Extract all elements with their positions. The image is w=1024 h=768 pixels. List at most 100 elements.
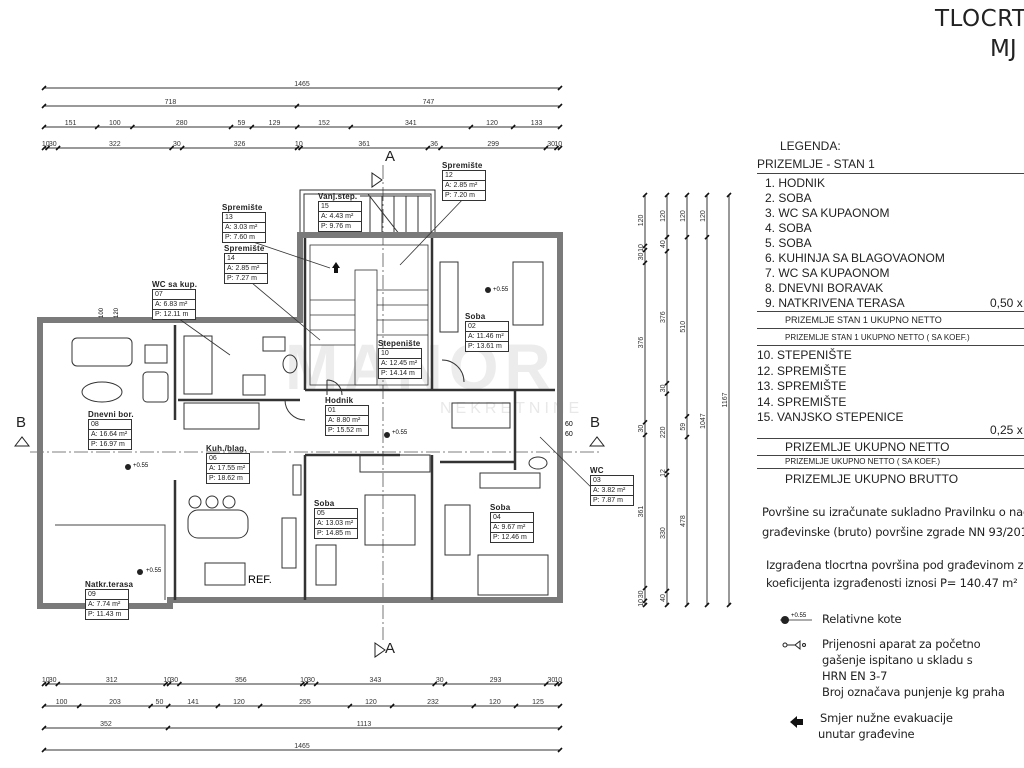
room-name: Spremište bbox=[442, 161, 483, 170]
dimension-value: 376 bbox=[660, 311, 667, 323]
dimension-value: 10 bbox=[42, 141, 50, 148]
dimension-value: 10 bbox=[554, 141, 562, 148]
dimension-value: 120 bbox=[638, 214, 645, 226]
dimension-value: 30 bbox=[173, 141, 181, 148]
room-perimeter: P: 14.85 m bbox=[317, 530, 351, 537]
dimension-value: 12 bbox=[660, 469, 667, 477]
dimension-tick bbox=[704, 234, 710, 240]
toilet-icon bbox=[282, 354, 298, 374]
room-number: 05 bbox=[315, 509, 357, 519]
room-perimeter: P: 13.61 m bbox=[468, 343, 502, 350]
dimension-tick bbox=[228, 124, 234, 130]
legend-stan-netto: PRIZEMLJE STAN 1 UKUPNO NETTO bbox=[785, 315, 942, 325]
dimension-value: 1113 bbox=[357, 721, 372, 728]
room-perimeter: P: 7.20 m bbox=[445, 192, 475, 199]
legend-item: 13. SPREMIŠTE bbox=[757, 379, 847, 393]
room-name: WC sa kup. bbox=[152, 280, 198, 289]
room-name: Soba bbox=[490, 503, 511, 512]
room-label: Kuh./blag. 06 A: 17.55 m² P: 18.62 m bbox=[206, 444, 250, 484]
dimension-value: 220 bbox=[660, 426, 667, 438]
evacuation-arrow-icon bbox=[332, 262, 340, 273]
dimension-tick bbox=[169, 145, 175, 151]
room-label: WC 03 A: 3.82 m² P: 7.87 m bbox=[590, 466, 634, 506]
dimension-value: 322 bbox=[109, 141, 121, 148]
dimension-value: 10 bbox=[163, 677, 171, 684]
room-name: Vanj.step. bbox=[318, 192, 358, 201]
room-label: Hodnik 01 A: 8.80 m² P: 15.52 m bbox=[325, 396, 369, 436]
dimension-tick bbox=[468, 124, 474, 130]
room-area: A: 12.45 m² bbox=[379, 359, 421, 369]
room-label: Soba 02 A: 11.46 m² P: 13.61 m bbox=[465, 312, 509, 352]
room-perimeter: P: 11.43 m bbox=[88, 611, 122, 618]
dimension-tick bbox=[704, 602, 710, 608]
dimension-tick bbox=[513, 703, 519, 709]
legend-level-value: +0.55 bbox=[791, 613, 807, 619]
armchair-icon bbox=[142, 371, 169, 403]
drawing-title: TLOCRT bbox=[935, 6, 1024, 32]
dimension-value: 100 bbox=[109, 120, 121, 127]
room-name: Spremište bbox=[222, 203, 263, 212]
legend-item: 10. STEPENIŠTE bbox=[757, 348, 852, 362]
room-area: A: 6.83 m² bbox=[153, 300, 195, 310]
legend-stan-netto-koef: PRIZEMLJE STAN 1 UKUPNO NETTO ( SA KOEF.… bbox=[785, 333, 970, 342]
legend-section-title: PRIZEMLJE - STAN 1 bbox=[757, 157, 875, 171]
room-name: Kuh./blag. bbox=[206, 444, 247, 453]
dimension-tick bbox=[664, 192, 670, 198]
dimension-value: 312 bbox=[106, 677, 118, 684]
room-area: A: 2.85 m² bbox=[225, 264, 267, 274]
section-b-left: B bbox=[16, 414, 27, 431]
dimension-tick bbox=[557, 703, 563, 709]
dimension-tick bbox=[543, 145, 549, 151]
dimension-value: 59 bbox=[238, 120, 246, 127]
dimension-tick bbox=[163, 681, 169, 687]
dimension-tick bbox=[664, 588, 670, 594]
room-area: A: 8.80 m² bbox=[326, 416, 368, 426]
legend-coef: 0,25 x bbox=[990, 423, 1023, 437]
room-number: 06 bbox=[207, 454, 249, 464]
kitchen-unit-icon bbox=[281, 517, 297, 569]
legend-item: 9. NATKRIVENA TERASA bbox=[765, 296, 905, 310]
room-label: Natkr.terasa 09 A: 7.74 m² P: 11.43 m bbox=[85, 580, 133, 620]
room-label: Spremište 13 A: 3.03 m² P: 7.60 m bbox=[222, 203, 266, 243]
dimension-value: 30 bbox=[170, 677, 178, 684]
room-number: 10 bbox=[379, 349, 421, 359]
dimension-tick bbox=[44, 681, 51, 687]
room-name: Stepenište bbox=[378, 339, 421, 348]
legend-item: 2. SOBA bbox=[765, 191, 812, 205]
legend-item: 15. VANJSKO STEPENICE bbox=[757, 410, 904, 424]
coffee-table-icon bbox=[81, 381, 123, 403]
dimension-value: 30 bbox=[307, 677, 315, 684]
dimension-tick bbox=[510, 124, 516, 130]
dimension-tick bbox=[294, 124, 300, 130]
dimension-tick bbox=[215, 703, 221, 709]
dimension-value: 120 bbox=[365, 699, 377, 706]
dimension-value: 120 bbox=[700, 210, 707, 222]
dimension-tick bbox=[166, 681, 172, 687]
dimension-value: 10 bbox=[295, 141, 303, 148]
dimension-value: 361 bbox=[358, 141, 370, 148]
dimension-value: 356 bbox=[235, 677, 247, 684]
dimension-tick bbox=[41, 725, 47, 731]
wardrobe-icon bbox=[183, 335, 213, 395]
room-number: 08 bbox=[89, 420, 131, 430]
dimension-tick bbox=[148, 703, 154, 709]
dimension-value: 10 bbox=[42, 677, 50, 684]
section-b-right: B bbox=[590, 414, 601, 431]
dimension-tick bbox=[41, 124, 47, 130]
dimension-value: 30 bbox=[49, 141, 57, 148]
dimension-value: 293 bbox=[490, 677, 502, 684]
dimension-tick bbox=[642, 243, 648, 249]
dimension-value: 299 bbox=[487, 141, 499, 148]
dimension-tick bbox=[664, 234, 670, 240]
evacuation-label: Smjer nužne evakuacije bbox=[820, 711, 953, 725]
dimension-tick bbox=[553, 145, 560, 151]
room-area: A: 17.55 m² bbox=[207, 464, 249, 474]
note-text: građevinske (bruto) površine zgrade NN 9… bbox=[762, 525, 1024, 539]
dimension-value: 100 bbox=[56, 699, 68, 706]
dimension-value: 343 bbox=[370, 677, 382, 684]
room-perimeter: P: 15.52 m bbox=[328, 427, 362, 434]
legend-symbols bbox=[780, 616, 812, 728]
dimension-tick bbox=[664, 248, 670, 254]
dimension-value: 40 bbox=[660, 594, 667, 602]
kitchen-counter-icon bbox=[183, 402, 260, 430]
